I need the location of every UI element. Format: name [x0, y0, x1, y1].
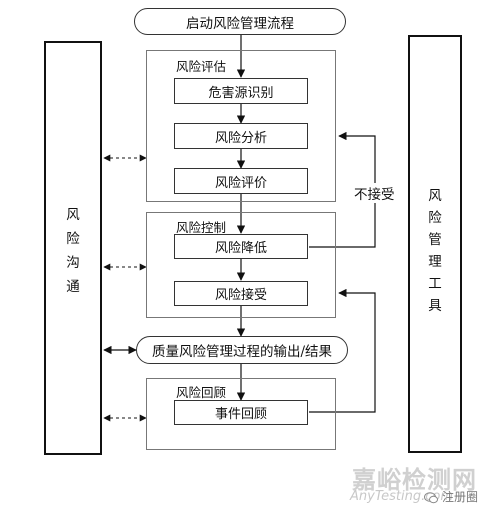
risk-communication-char: 风: [66, 207, 80, 223]
risk-reduction-step: 风险降低: [174, 234, 308, 259]
risk-communication-char: 险: [66, 231, 80, 247]
risk-control-group: [146, 212, 336, 318]
risk-tools-char: 工: [428, 276, 442, 292]
risk-assessment-title: 风险评估: [176, 59, 227, 74]
risk-communication-char: 通: [66, 279, 80, 295]
risk-tools-label: 风 险 管 理 工 具: [410, 185, 460, 317]
event-review-step: 事件回顾: [174, 400, 308, 425]
risk-tools-char: 险: [428, 210, 442, 226]
risk-tools-char: 理: [428, 254, 442, 270]
risk-acceptance-step: 风险接受: [174, 281, 308, 306]
risk-tools-char: 具: [428, 298, 442, 314]
watermark-site-name: 嘉峪检测网: [352, 466, 477, 494]
risk-review-title: 风险回顾: [176, 385, 227, 400]
risk-communication-label: 风 险 沟 通: [46, 203, 100, 299]
start-node: 启动风险管理流程: [134, 8, 346, 35]
risk-assessment-group: [146, 50, 336, 202]
risk-communication-char: 沟: [66, 255, 80, 271]
risk-evaluation-step: 风险评价: [174, 168, 308, 194]
risk-review-group: [146, 378, 336, 450]
review-feedback-loop: [309, 288, 376, 413]
risk-analysis-step: 风险分析: [174, 123, 308, 149]
hazard-identification-step: 危害源识别: [174, 78, 308, 104]
watermark-badge: 注册圈: [442, 490, 479, 504]
risk-tools-char: 风: [428, 188, 442, 204]
wechat-icon: [424, 489, 438, 504]
risk-control-title: 风险控制: [176, 220, 227, 235]
not-accept-label: 不接受: [352, 183, 397, 203]
risk-tools-char: 管: [428, 232, 442, 248]
risk-tools-bar: 风 险 管 理 工 具: [408, 35, 462, 453]
output-result-node: 质量风险管理过程的输出/结果: [136, 336, 348, 364]
risk-communication-bar: 风 险 沟 通: [44, 41, 102, 455]
